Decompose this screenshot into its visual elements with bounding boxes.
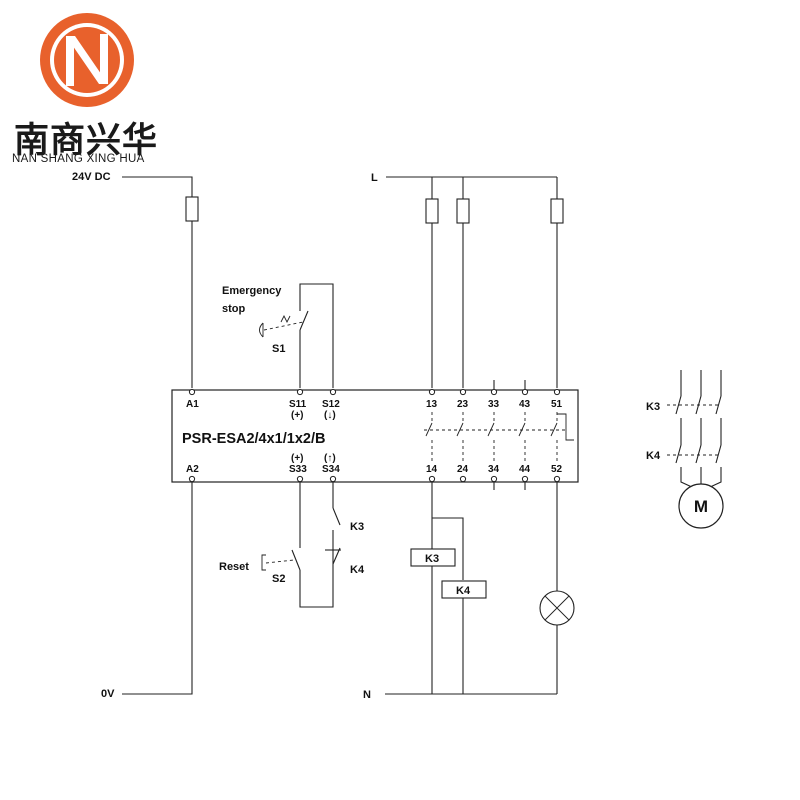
supply-0v-label: 0V (101, 688, 115, 700)
polarity-s33: (+) (291, 453, 304, 464)
terminal-24: 24 (457, 464, 469, 475)
neutral-label: N (363, 689, 371, 701)
relay-module (171, 389, 579, 483)
fuse-24v (185, 196, 199, 222)
fuse-51 (550, 198, 564, 224)
motor-symbol: M (694, 497, 708, 516)
terminal-52: 52 (551, 464, 563, 475)
fuse-13 (425, 198, 439, 224)
terminal-s34: S34 (322, 464, 340, 475)
terminal-a1: A1 (186, 399, 199, 410)
reset-ref: S2 (272, 573, 285, 585)
internal-contacts (424, 412, 574, 461)
brand-name-cn: 南商兴华 (14, 121, 159, 161)
terminal-34: 34 (488, 464, 500, 475)
brand-name-en: NAN SHANG XING HUA (12, 153, 145, 165)
motor-contactor-diagram (667, 370, 724, 529)
estop-label-line1: Emergency (222, 285, 282, 297)
latch-icon (280, 314, 291, 324)
terminal-44: 44 (519, 464, 531, 475)
fuse-23 (456, 198, 470, 224)
motor-k3-label: K3 (646, 401, 660, 413)
polarity-s11: (+) (291, 410, 304, 421)
supply-24v-label: 24V DC (72, 171, 111, 183)
top-terminals (188, 388, 561, 396)
polarity-s34: (↑) (324, 453, 336, 464)
coil-k4-label: K4 (456, 585, 471, 597)
terminal-23: 23 (457, 399, 469, 410)
module-name: PSR-ESA2/4x1/1x2/B (182, 431, 325, 447)
coil-k3-label: K3 (425, 553, 439, 565)
terminal-51: 51 (551, 399, 563, 410)
feedback-k3: K3 (350, 521, 364, 533)
reset-pushbutton-icon (261, 554, 266, 571)
line-label: L (371, 172, 378, 184)
coil-k3 (410, 548, 456, 567)
polarity-s12: (↓) (324, 410, 336, 421)
motor-icon (678, 483, 724, 529)
bottom-terminals (188, 475, 561, 483)
estop-label-line2: stop (222, 303, 246, 315)
terminal-s33: S33 (289, 464, 307, 475)
terminal-33: 33 (488, 399, 500, 410)
estop-ref: S1 (272, 343, 285, 355)
logo-mark-icon (66, 34, 108, 86)
feedback-k4: K4 (350, 564, 365, 576)
motor-k4-label: K4 (646, 450, 661, 462)
reset-label: Reset (219, 561, 249, 573)
terminal-a2: A2 (186, 464, 199, 475)
terminal-13: 13 (426, 399, 438, 410)
brand-logo (40, 13, 134, 107)
mushroom-button-icon (259, 322, 264, 338)
lamp-icon (539, 590, 575, 626)
terminal-s12: S12 (322, 399, 340, 410)
coil-k4 (441, 580, 487, 599)
terminal-14: 14 (426, 464, 438, 475)
terminal-s11: S11 (289, 399, 307, 410)
terminal-43: 43 (519, 399, 531, 410)
